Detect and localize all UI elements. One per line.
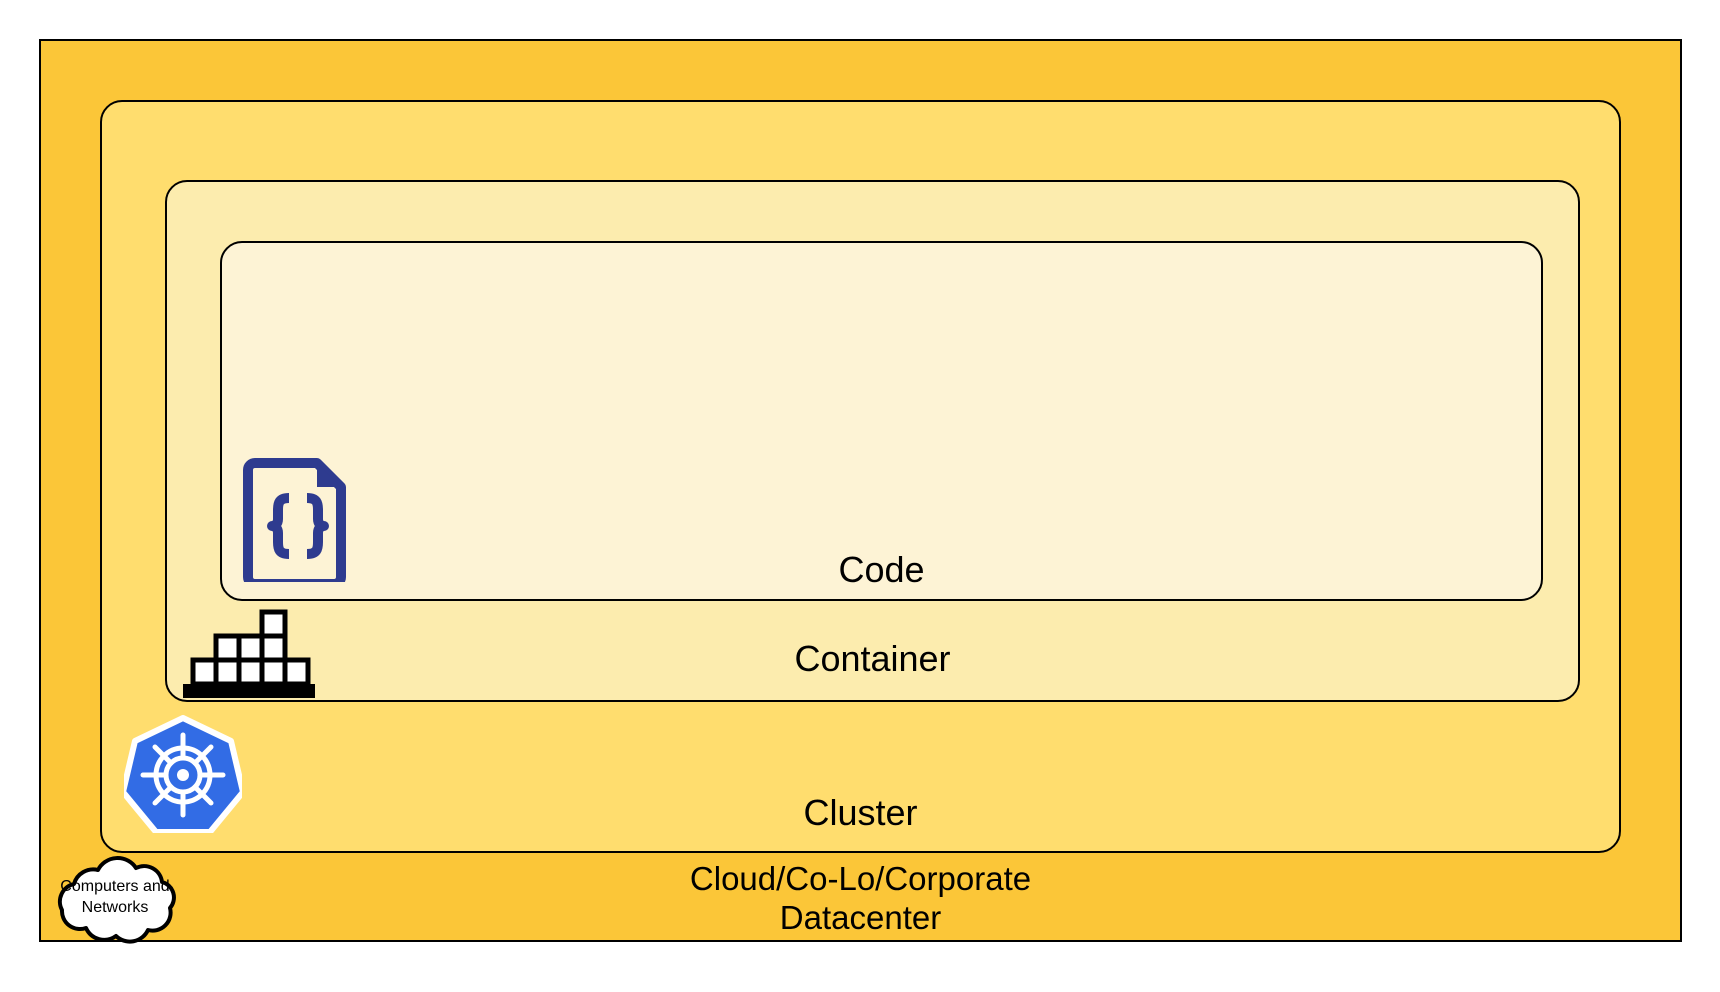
code-file-icon [243,458,353,589]
kubernetes-icon [120,715,246,835]
layer-code[interactable] [220,241,1543,601]
cloud-icon[interactable] [36,856,194,950]
container-stack-icon [183,608,315,698]
